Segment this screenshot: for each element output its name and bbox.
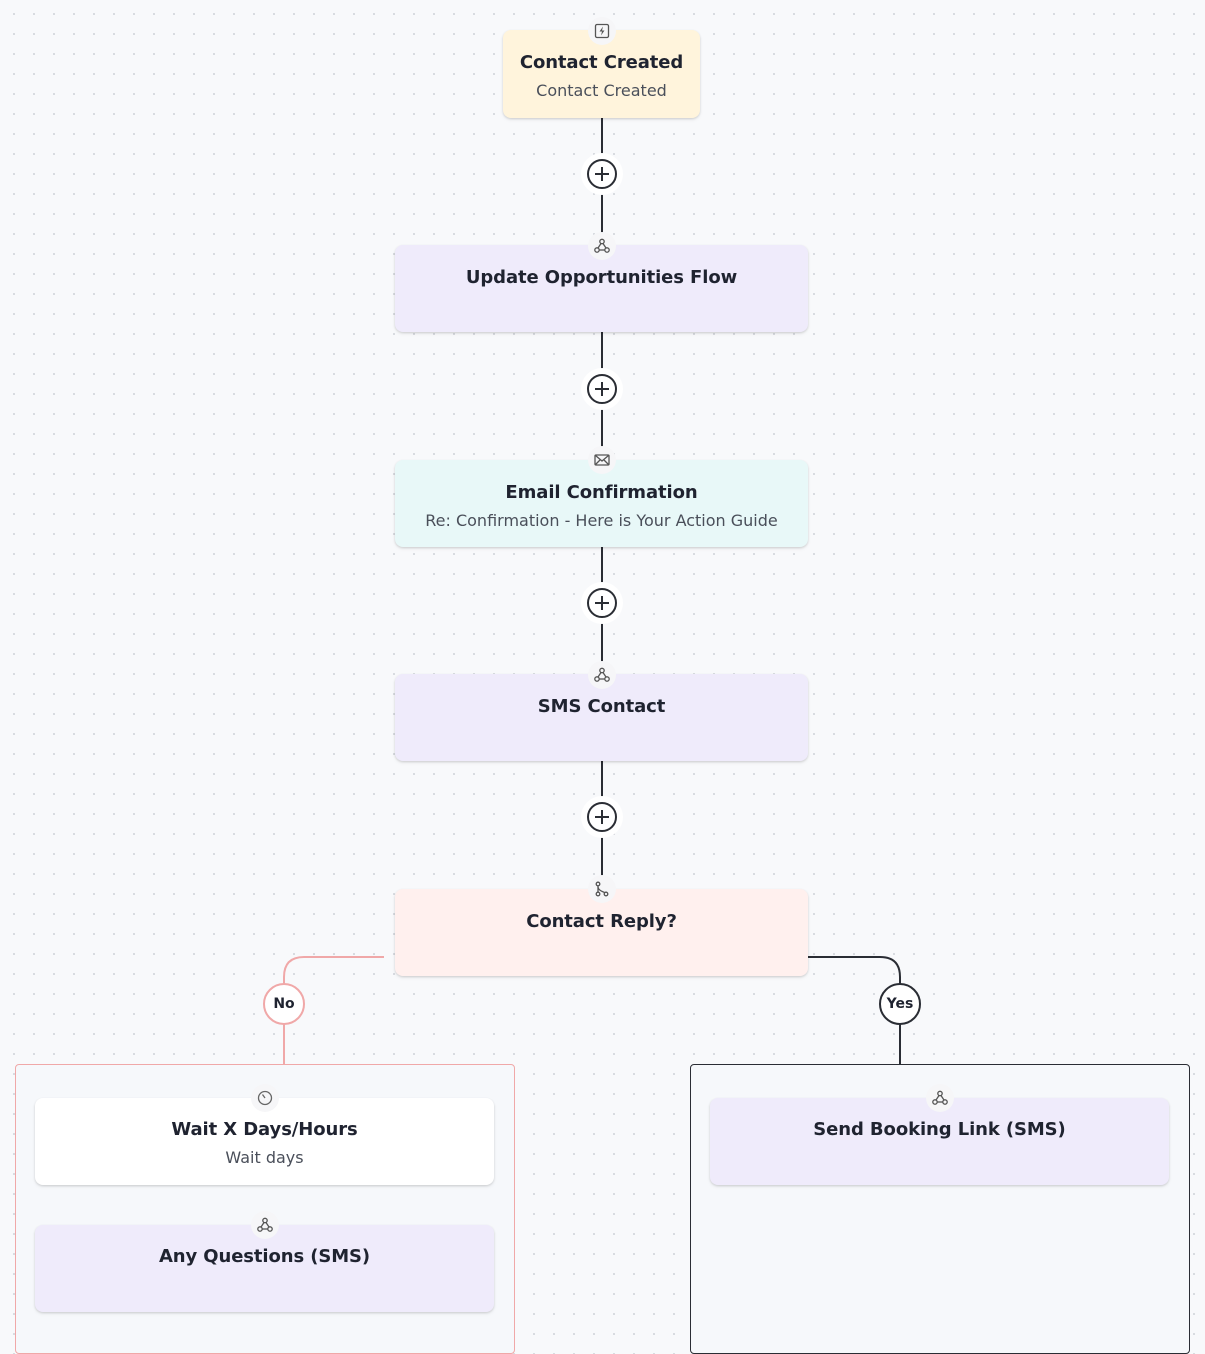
no-branch-label[interactable]: No <box>263 983 305 1025</box>
contact-reply-title: Contact Reply? <box>526 911 677 932</box>
any-questions-node[interactable]: Any Questions (SMS) <box>35 1225 494 1312</box>
sms-contact-title: SMS Contact <box>537 696 666 717</box>
webhook-icon <box>926 1084 954 1112</box>
wait-node[interactable]: Wait X Days/Hours Wait days <box>35 1098 494 1185</box>
trigger-subtitle: Contact Created <box>536 81 667 100</box>
yes-branch-label[interactable]: Yes <box>879 983 921 1025</box>
add-step-button[interactable] <box>581 153 623 195</box>
no-branch-text: No <box>273 996 295 1012</box>
webhook-icon <box>588 232 616 260</box>
clock-icon <box>251 1084 279 1112</box>
add-step-button[interactable] <box>581 368 623 410</box>
branch-icon <box>588 875 616 903</box>
wait-title: Wait X Days/Hours <box>171 1119 358 1140</box>
yes-branch-text: Yes <box>886 996 914 1012</box>
webhook-icon <box>251 1211 279 1239</box>
contact-reply-condition-node[interactable]: Contact Reply? <box>395 889 808 976</box>
email-confirmation-node[interactable]: Email Confirmation Re: Confirmation - He… <box>395 460 808 547</box>
webhook-icon <box>588 661 616 689</box>
add-step-button[interactable] <box>581 796 623 838</box>
email-icon <box>588 446 616 474</box>
lightning-icon <box>588 17 616 45</box>
email-confirmation-subtitle: Re: Confirmation - Here is Your Action G… <box>425 511 778 530</box>
add-step-button[interactable] <box>581 582 623 624</box>
trigger-title: Contact Created <box>519 52 684 73</box>
any-questions-title: Any Questions (SMS) <box>158 1246 371 1267</box>
wait-subtitle: Wait days <box>225 1148 304 1167</box>
send-booking-link-node[interactable]: Send Booking Link (SMS) <box>710 1098 1169 1185</box>
send-booking-link-title: Send Booking Link (SMS) <box>813 1119 1066 1140</box>
email-confirmation-title: Email Confirmation <box>505 482 698 503</box>
update-opportunities-title: Update Opportunities Flow <box>465 267 738 288</box>
